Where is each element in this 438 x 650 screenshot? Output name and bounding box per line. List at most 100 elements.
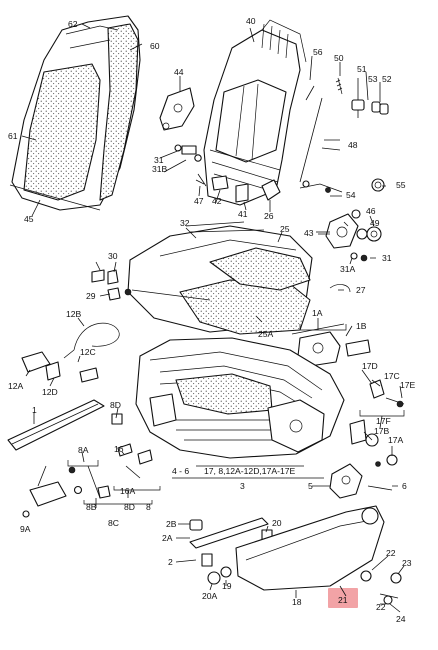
screw-54	[299, 180, 343, 193]
label-32: 32	[180, 218, 190, 228]
label-46: 46	[366, 206, 376, 216]
label-25: 25	[280, 224, 290, 234]
screw-31-top	[181, 145, 202, 162]
leader-lines	[21, 23, 405, 613]
label-26: 26	[264, 211, 274, 221]
label-17F: 17F	[376, 416, 391, 426]
label-2: 2	[168, 557, 173, 567]
label-8B: 8B	[86, 502, 97, 512]
label-40: 40	[246, 16, 256, 26]
label-62: 62	[68, 19, 78, 29]
label-16A: 16A	[120, 486, 136, 496]
label-27: 27	[356, 285, 366, 295]
label-1B: 1B	[356, 321, 367, 331]
label-8D-top: 8D	[110, 400, 121, 410]
label-1A: 1A	[312, 308, 323, 318]
label-31B: 31B	[152, 164, 168, 174]
label-48: 48	[348, 140, 358, 150]
label-5: 5	[308, 481, 313, 491]
label-12C: 12C	[80, 347, 96, 357]
label-45: 45	[24, 214, 34, 224]
label-8: 8	[146, 502, 151, 512]
cover-18	[235, 505, 385, 591]
label-21: 21	[338, 595, 348, 605]
label-8D-bottom: 8D	[124, 502, 135, 512]
parts-8d-16	[111, 413, 153, 479]
parts-17-group	[349, 379, 405, 467]
label-23: 23	[402, 558, 412, 568]
label-9A: 9A	[20, 524, 31, 534]
rail-1	[7, 399, 105, 451]
backrest-frame	[174, 19, 307, 206]
label-53: 53	[368, 74, 378, 84]
label-61: 61	[8, 131, 18, 141]
label-2A: 2A	[162, 533, 173, 543]
rod-56	[299, 85, 323, 183]
seat-frame	[135, 337, 345, 459]
seat-cushion	[127, 221, 313, 335]
parts-19-20a	[207, 566, 232, 585]
parts-2	[189, 519, 213, 567]
small-parts-upper	[195, 173, 281, 203]
label-42: 42	[212, 196, 222, 206]
label-12D: 12D	[42, 387, 58, 397]
label-54: 54	[346, 190, 356, 200]
label-19: 19	[222, 581, 232, 591]
label-18: 18	[292, 597, 302, 607]
label-17-8-12: 17, 8,12A-12D,17A-17E	[204, 466, 296, 476]
label-22-bottom: 22	[376, 602, 386, 612]
label-47: 47	[194, 196, 204, 206]
label-51: 51	[357, 64, 367, 74]
label-17D: 17D	[362, 361, 378, 371]
label-50: 50	[334, 53, 344, 63]
recliner-43-46-49	[316, 209, 382, 249]
label-2B: 2B	[166, 519, 177, 529]
label-41: 41	[238, 209, 248, 219]
label-49: 49	[370, 218, 380, 228]
label-43: 43	[304, 228, 314, 238]
bracket-44	[159, 87, 195, 131]
label-24: 24	[396, 614, 406, 624]
label-31-right: 31	[382, 253, 392, 263]
backrest-cover	[9, 15, 141, 211]
knob-51-53-52	[351, 78, 389, 118]
label-12B: 12B	[66, 309, 82, 319]
callout-labels: 62 60 40 56 50 51 53 52 44 61 48 31 31B …	[8, 16, 416, 624]
clip-27	[329, 284, 351, 293]
screws-31-30-29	[91, 269, 132, 301]
label-20: 20	[272, 518, 282, 528]
label-31A: 31A	[340, 264, 356, 274]
plate-5-6	[329, 463, 393, 499]
label-17C: 17C	[384, 371, 400, 381]
bracket-9a	[22, 481, 67, 518]
label-20A: 20A	[202, 591, 218, 601]
label-55: 55	[396, 180, 406, 190]
label-31-top: 31	[154, 155, 164, 165]
label-17A: 17A	[388, 435, 404, 445]
group-brackets	[67, 324, 405, 505]
highlight-21	[328, 588, 358, 608]
label-30: 30	[108, 251, 118, 261]
label-25A: 25A	[258, 329, 274, 339]
label-3: 3	[240, 481, 245, 491]
label-1: 1	[32, 405, 37, 415]
label-16-top: 16	[114, 444, 124, 454]
label-44: 44	[174, 67, 184, 77]
label-56: 56	[313, 47, 323, 57]
label-8A: 8A	[78, 445, 89, 455]
label-12A: 12A	[8, 381, 24, 391]
spring-50	[335, 77, 343, 95]
label-17B: 17B	[374, 426, 390, 436]
assembly-1a-1b	[291, 323, 371, 367]
label-52: 52	[382, 74, 392, 84]
label-60: 60	[150, 41, 160, 51]
label-8C: 8C	[108, 518, 119, 528]
label-4-6: 4 - 6	[172, 466, 189, 476]
knob-55	[371, 178, 385, 192]
label-17E: 17E	[400, 380, 416, 390]
bolt-group-8a	[68, 465, 111, 499]
cable-assembly	[21, 322, 120, 383]
label-6: 6	[402, 481, 407, 491]
fasteners-22-24	[360, 570, 402, 605]
